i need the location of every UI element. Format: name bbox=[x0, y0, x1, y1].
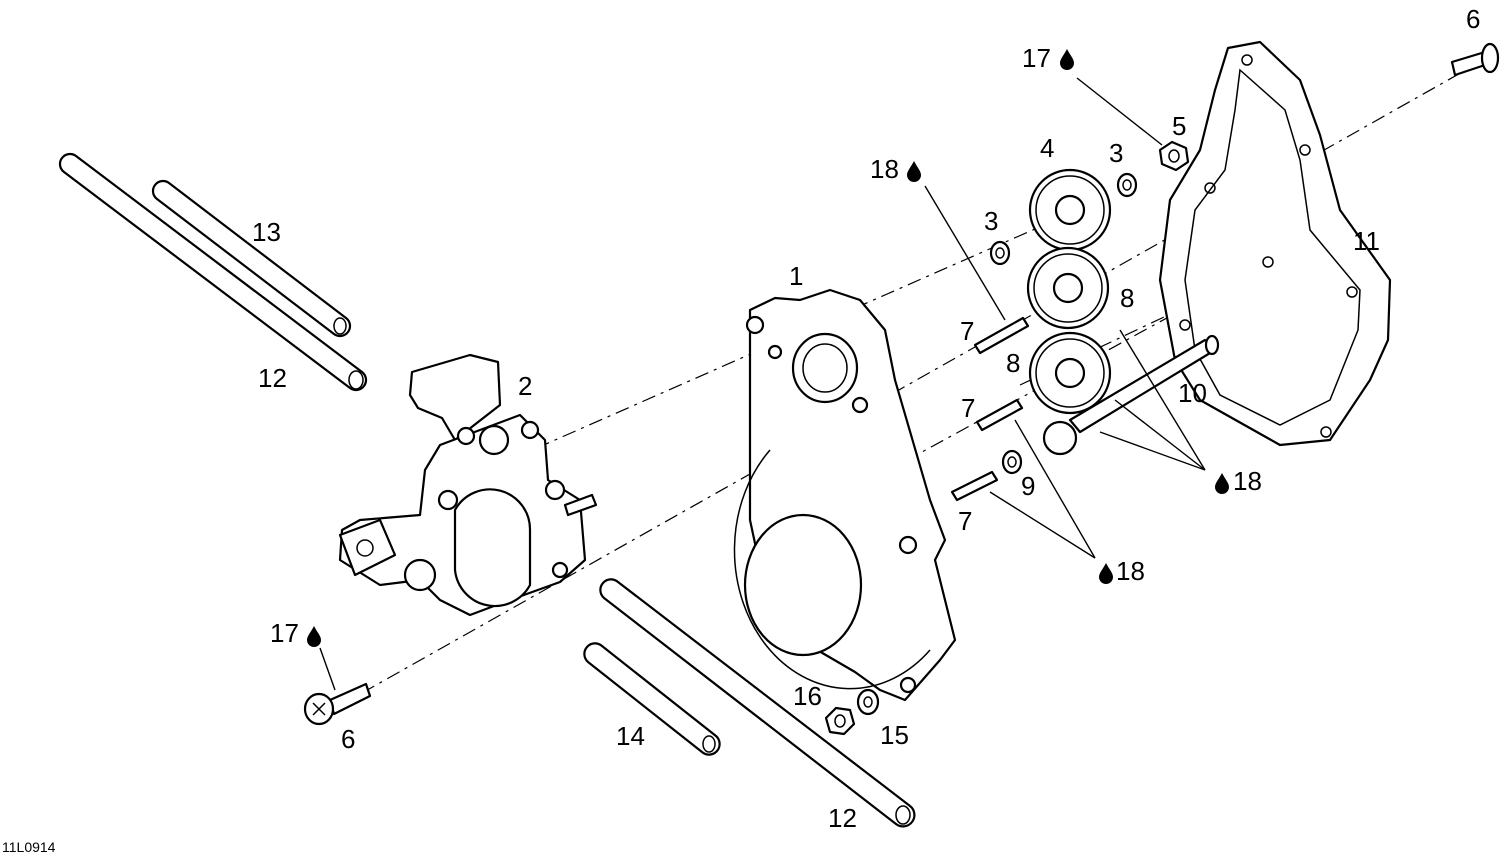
pin-7-middle bbox=[975, 398, 1024, 432]
label-5: 5 bbox=[1172, 111, 1186, 141]
pin-7-top bbox=[973, 316, 1030, 355]
oil-drop-icon bbox=[907, 161, 921, 182]
label-17-top: 17 bbox=[1022, 43, 1051, 73]
nut-5 bbox=[1158, 140, 1190, 172]
pin-7-bottom bbox=[950, 470, 999, 502]
label-2: 2 bbox=[518, 371, 532, 401]
oil-drop-icon bbox=[1099, 563, 1113, 584]
label-15: 15 bbox=[880, 720, 909, 750]
label-8-lower: 8 bbox=[1006, 348, 1020, 378]
washer-15 bbox=[856, 688, 880, 716]
label-17-bottom: 17 bbox=[270, 618, 299, 648]
label-11: 11 bbox=[1353, 226, 1380, 256]
label-7-bottom: 7 bbox=[958, 506, 972, 536]
gear-4 bbox=[1028, 168, 1112, 252]
label-18-top: 18 bbox=[870, 154, 899, 184]
oil-drop-icon bbox=[307, 626, 321, 647]
label-4: 4 bbox=[1040, 133, 1054, 163]
label-16: 16 bbox=[793, 681, 822, 711]
label-10: 10 bbox=[1178, 378, 1207, 408]
label-13: 13 bbox=[252, 217, 281, 247]
label-8-upper: 8 bbox=[1120, 283, 1134, 313]
label-3-upper: 3 bbox=[1109, 138, 1123, 168]
label-18-gears: 18 bbox=[1233, 466, 1262, 496]
label-7-top: 7 bbox=[960, 316, 974, 346]
label-18-pins: 18 bbox=[1116, 556, 1145, 586]
label-12-bottom: 12 bbox=[828, 803, 857, 833]
label-9: 9 bbox=[1021, 471, 1035, 501]
oil-drop-icon bbox=[1215, 473, 1229, 494]
figure-reference: 11L0914 bbox=[2, 839, 56, 855]
tube-13 bbox=[151, 179, 352, 338]
label-3-lower: 3 bbox=[984, 206, 998, 236]
callout-labels: 1 2 3 3 4 5 6 6 7 7 7 8 8 9 10 11 12 12 … bbox=[252, 4, 1480, 833]
label-6-top: 6 bbox=[1466, 4, 1480, 34]
washer-3-lower bbox=[989, 240, 1011, 266]
gear-8-upper bbox=[1026, 246, 1110, 330]
shaft bbox=[1068, 334, 1220, 434]
leader-lines bbox=[319, 77, 1206, 691]
label-7-middle: 7 bbox=[961, 393, 975, 423]
tube-14 bbox=[583, 642, 721, 756]
tube-12-bottom bbox=[599, 578, 916, 828]
oil-drop-icon bbox=[1060, 49, 1074, 70]
label-6-bottom: 6 bbox=[341, 724, 355, 754]
label-1: 1 bbox=[789, 261, 803, 291]
screw-6-bottom bbox=[303, 682, 372, 726]
screw-6-top bbox=[1450, 42, 1500, 77]
washer-9 bbox=[1001, 449, 1023, 475]
gear-8-lower bbox=[1028, 331, 1112, 456]
cover bbox=[733, 288, 957, 702]
oil-pump bbox=[338, 353, 598, 617]
label-14: 14 bbox=[616, 721, 645, 751]
label-12-top: 12 bbox=[258, 363, 287, 393]
washer-3-upper bbox=[1116, 172, 1138, 198]
nut-16 bbox=[824, 706, 856, 736]
tube-12-top bbox=[58, 152, 368, 392]
